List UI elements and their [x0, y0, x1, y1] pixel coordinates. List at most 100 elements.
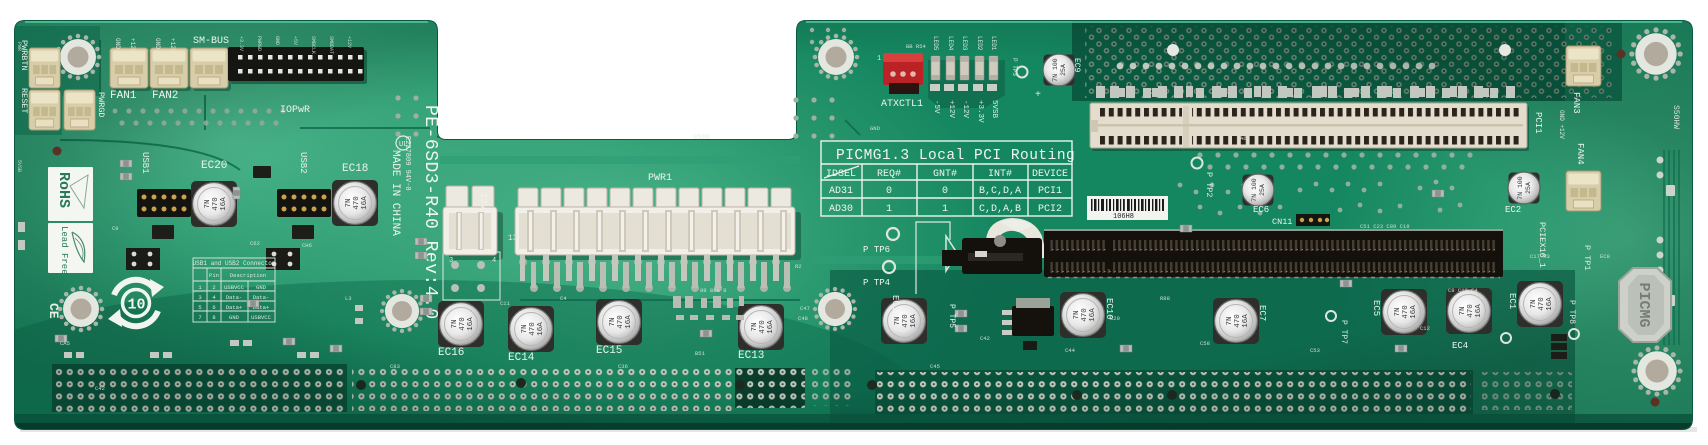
svg-text:USBVCC: USBVCC	[224, 284, 245, 291]
svg-text:+12V: +12V	[947, 100, 955, 119]
svg-text:Lead Free: Lead Free	[59, 226, 69, 275]
svg-text:P TP3: P TP3	[1011, 58, 1018, 76]
svg-text:3: 3	[198, 294, 201, 301]
svg-text:B51: B51	[695, 350, 706, 357]
svg-text:EC8: EC8	[1600, 253, 1610, 260]
svg-text:RESET: RESET	[19, 88, 29, 114]
svg-text:P TP2: P TP2	[1204, 172, 1214, 198]
svg-text:C48: C48	[798, 315, 808, 322]
svg-text:C8 C13 C4: C8 C13 C4	[1448, 287, 1478, 294]
svg-text:12V: 12V	[478, 193, 488, 210]
svg-text:CE: CE	[46, 303, 61, 319]
svg-text:P TP6: P TP6	[863, 245, 890, 255]
svg-text:CA5: CA5	[60, 340, 70, 347]
svg-text:FAN4: FAN4	[1575, 143, 1585, 165]
svg-text:5VSB: 5VSB	[990, 100, 998, 119]
svg-text:GND +12V: GND +12V	[1558, 110, 1565, 139]
svg-text:USB1 and USB2 Connector: USB1 and USB2 Connector	[193, 260, 276, 267]
svg-text:EC9: EC9	[1072, 58, 1081, 73]
svg-text:LED4: LED4	[947, 36, 954, 51]
svg-text:PWRGD: PWRGD	[96, 92, 106, 118]
svg-text:EC20: EC20	[201, 160, 227, 172]
svg-text:CH6: CH6	[302, 242, 312, 249]
svg-text:PCIEX16_1: PCIEX16_1	[1537, 222, 1547, 268]
svg-text:1: 1	[877, 55, 881, 63]
svg-text:1: 1	[198, 284, 202, 291]
svg-text:GND: GND	[114, 38, 121, 49]
svg-text:C9: C9	[112, 225, 119, 232]
svg-text:INT#: INT#	[988, 169, 1012, 180]
svg-text:P TP8: P TP8	[1567, 300, 1576, 324]
svg-text:4: 4	[212, 294, 216, 301]
svg-text:-5V: -5V	[932, 100, 940, 114]
svg-text:EC16: EC16	[438, 347, 464, 359]
svg-text:P TP1: P TP1	[1582, 245, 1592, 271]
svg-text:SMBCLK: SMBCLK	[310, 36, 316, 54]
svg-text:6: 6	[212, 304, 215, 311]
svg-text:LED3: LED3	[961, 36, 968, 51]
svg-text:3: 3	[449, 257, 453, 265]
svg-text:ATXCTL1: ATXCTL1	[881, 99, 923, 110]
svg-text:C36: C36	[618, 363, 628, 370]
svg-text:FAN3: FAN3	[1571, 92, 1581, 114]
svg-text:C12: C12	[1420, 325, 1430, 332]
svg-text:EC13: EC13	[738, 350, 764, 362]
svg-text:EC7: EC7	[1257, 305, 1267, 321]
svg-text:EC4: EC4	[1452, 341, 1468, 351]
svg-text:EC5: EC5	[1371, 300, 1381, 316]
svg-text:AD30: AD30	[829, 204, 853, 215]
svg-text:REQ#: REQ#	[877, 169, 901, 180]
svg-text:FAN1: FAN1	[110, 90, 137, 102]
svg-text:C11: C11	[500, 300, 511, 307]
svg-text:USBVCC: USBVCC	[251, 314, 272, 321]
svg-text:GND: GND	[256, 284, 267, 291]
svg-text:PCI1: PCI1	[1038, 186, 1062, 197]
svg-text:1: 1	[942, 204, 948, 215]
svg-text:C53: C53	[1310, 347, 1320, 354]
svg-text:2: 2	[212, 284, 215, 291]
svg-text:Data+: Data+	[226, 304, 243, 311]
svg-text:Description: Description	[230, 272, 266, 279]
svg-text:EC15: EC15	[596, 345, 622, 357]
svg-text:GND: GND	[154, 38, 161, 49]
svg-text:E227809 94V-0: E227809 94V-0	[403, 136, 411, 191]
svg-text:P TP7: P TP7	[1339, 320, 1348, 344]
svg-text:-12V: -12V	[961, 100, 969, 119]
svg-text:+12V: +12V	[129, 38, 136, 53]
svg-text:0: 0	[942, 186, 948, 197]
svg-text:R2: R2	[795, 263, 802, 270]
svg-text:GNT#: GNT#	[933, 169, 957, 180]
svg-text:7: 7	[198, 314, 201, 321]
svg-text:PCI2: PCI2	[1038, 204, 1062, 215]
svg-text:+: +	[1035, 90, 1041, 101]
svg-text:USB2: USB2	[298, 152, 308, 174]
svg-text:C4: C4	[560, 295, 567, 302]
svg-text:L3: L3	[345, 295, 352, 302]
svg-text:A61: A61	[1240, 135, 1251, 142]
svg-text:GND: GND	[870, 125, 881, 132]
svg-text:LED5: LED5	[932, 36, 939, 51]
svg-text:0508: 0508	[693, 134, 710, 142]
svg-text:PCI1: PCI1	[1533, 112, 1543, 134]
svg-text:LED1: LED1	[990, 36, 997, 51]
svg-text:C83: C83	[390, 363, 400, 370]
svg-text:10: 10	[128, 297, 146, 314]
svg-text:USB1: USB1	[140, 152, 150, 174]
svg-text:BB R54: BB R54	[906, 43, 927, 50]
svg-text:GND: GND	[274, 36, 280, 45]
svg-text:P TP5: P TP5	[947, 304, 956, 328]
svg-text:PWR1: PWR1	[648, 173, 672, 184]
svg-text:0: 0	[886, 186, 892, 197]
svg-text:UL: UL	[399, 141, 407, 149]
svg-text:LED2: LED2	[976, 36, 983, 51]
svg-text:AD31: AD31	[829, 186, 853, 197]
svg-text:DEVICE: DEVICE	[1032, 169, 1068, 180]
svg-text:PWR: PWR	[16, 42, 22, 51]
svg-text:C,D,A,B: C,D,A,B	[979, 204, 1021, 215]
svg-text:B,C,D,A: B,C,D,A	[979, 186, 1021, 197]
svg-text:5VSB: 5VSB	[16, 160, 22, 172]
svg-text:EC11: EC11	[890, 295, 900, 317]
svg-text:Pin: Pin	[209, 272, 219, 279]
svg-text:S50HW: S50HW	[1671, 105, 1680, 129]
svg-text:1: 1	[886, 204, 892, 215]
